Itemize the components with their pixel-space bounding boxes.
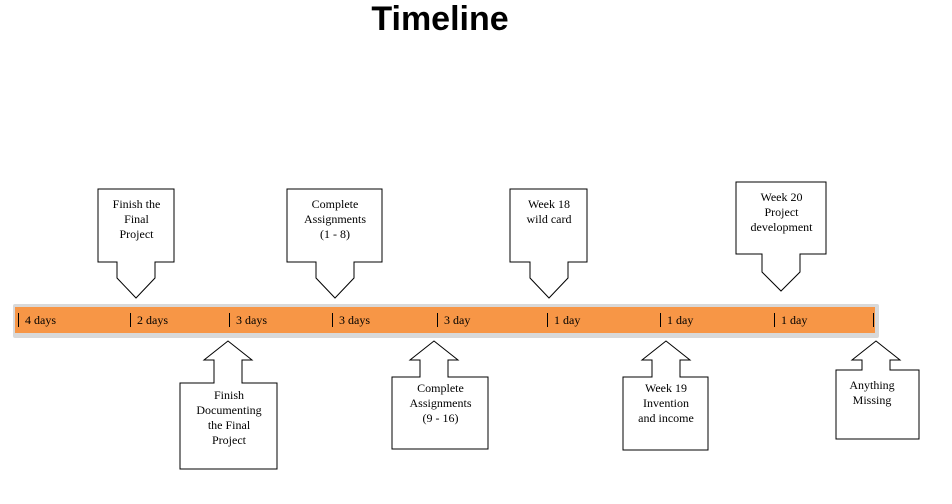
segment-end-tick	[873, 313, 874, 327]
callout-below-2-shape	[391, 340, 489, 450]
timeline-bar	[15, 307, 875, 333]
segment-4: 3 days	[332, 313, 370, 327]
segment-8: 1 day	[774, 313, 807, 327]
callout-below-1-text: Finish Documenting the Final Project	[196, 388, 262, 447]
callout-above-3-text: Week 18 wild card	[526, 197, 572, 226]
callout-above-3-shape	[509, 188, 588, 299]
callout-below-3-text: Week 19 Invention and income	[638, 381, 694, 425]
segment-6: 1 day	[547, 313, 580, 327]
segment-2: 2 days	[130, 313, 168, 327]
callout-above-4-text: Week 20 Project development	[750, 190, 813, 234]
callout-above-1-shape	[97, 188, 175, 299]
callout-below-4-shape	[835, 340, 920, 440]
segment-1: 4 days	[18, 313, 56, 327]
segment-3: 3 days	[229, 313, 267, 327]
callout-above-4-shape	[735, 181, 827, 292]
callout-below-1-shape	[179, 340, 278, 470]
segment-7: 1 day	[660, 313, 693, 327]
diagram-title: Timeline	[371, 0, 509, 38]
segment-5: 3 day	[437, 313, 470, 327]
callout-above-2-text: Complete Assignments (1 - 8)	[303, 197, 366, 241]
callout-above-1-text: Finish the Final Project	[112, 197, 161, 241]
callout-below-3-shape	[622, 340, 709, 451]
callout-above-2-shape	[286, 188, 383, 299]
callout-below-4-text: Anything Missing	[849, 378, 895, 407]
callout-below-2-text: Complete Assignments (9 - 16)	[409, 381, 472, 425]
